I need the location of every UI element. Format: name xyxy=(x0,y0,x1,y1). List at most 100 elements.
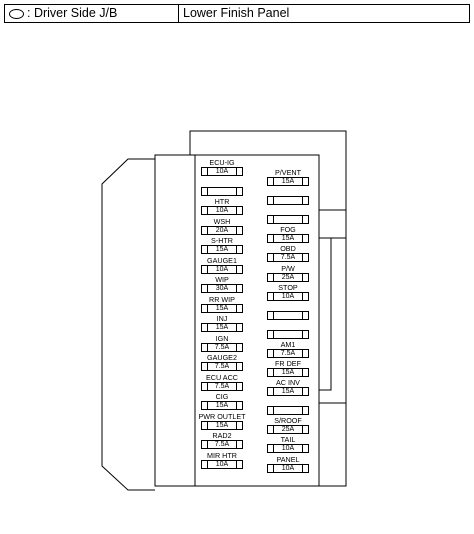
fuse-slot xyxy=(267,196,309,206)
fuse-label: PANEL xyxy=(276,454,300,464)
fuse-rating: 10A xyxy=(215,460,229,468)
fuse-terminal xyxy=(302,273,308,281)
fuse-slot: 10A xyxy=(201,459,243,469)
fuse-terminal xyxy=(202,421,208,429)
fuse-label: ECU-IG xyxy=(209,158,235,167)
fuse-terminal xyxy=(236,421,242,429)
fuse-terminal xyxy=(268,292,274,300)
fuse-slot: 15A xyxy=(201,323,243,332)
fuse-terminal xyxy=(236,460,242,468)
fuse-slot xyxy=(267,215,309,225)
fuse-rating xyxy=(274,216,302,223)
fuse-label: AM1 xyxy=(280,339,296,349)
fuse-rating: 10A xyxy=(281,445,295,453)
fuse-slot: 15A xyxy=(201,401,243,410)
fuse-rating: 20A xyxy=(215,226,229,234)
fuse-slot: 10A xyxy=(267,291,309,301)
fuse-terminal xyxy=(268,426,274,434)
fuse-label: MIR HTR xyxy=(207,450,237,460)
right-bracket xyxy=(319,237,332,391)
fuse-rating: 7.5A xyxy=(280,349,296,357)
fuse-rating: 15A xyxy=(215,324,229,331)
fuse-slot: 15A xyxy=(201,420,243,430)
fuse-label: OBD xyxy=(280,244,296,254)
fuse-panel-frame xyxy=(154,154,320,487)
fuse-terminal xyxy=(202,441,208,448)
fuse-terminal xyxy=(302,407,308,415)
fuse-slot: 20A xyxy=(201,225,243,235)
fuse-slot: 15A xyxy=(267,177,309,186)
fuse-rating xyxy=(208,188,236,195)
fuse-slot: 7.5A xyxy=(201,381,243,391)
fuse-slot: 25A xyxy=(267,272,309,282)
fuse-rating: 15A xyxy=(281,235,295,243)
fuse-terminal xyxy=(236,187,242,195)
fuse-rating: 7.5A xyxy=(214,441,230,448)
fuse-terminal xyxy=(302,464,308,472)
fuse-rating xyxy=(274,197,302,204)
fuse-rating xyxy=(274,312,302,319)
fuse-rating: 7.5A xyxy=(214,343,230,351)
fuse-terminal xyxy=(236,246,242,253)
fuse-terminal xyxy=(302,445,308,453)
fuse-slot: 7.5A xyxy=(267,348,309,358)
fuse-label: ECU ACC xyxy=(206,372,238,382)
fuse-terminal xyxy=(202,363,208,370)
left-connector-outline xyxy=(101,158,155,491)
fuse-rating: 7.5A xyxy=(214,382,230,390)
fuse-slot xyxy=(201,186,243,196)
fuse-terminal xyxy=(302,197,308,205)
fuse-rating: 25A xyxy=(281,426,295,434)
fuse-label: AC INV xyxy=(276,378,300,388)
fuse-rating: 15A xyxy=(215,246,229,253)
fuse-terminal xyxy=(268,388,274,396)
fuse-terminal xyxy=(236,382,242,390)
fuse-terminal xyxy=(302,369,308,376)
fuse-terminal xyxy=(268,216,274,224)
fuse-terminal xyxy=(268,235,274,243)
fuse-rating: 15A xyxy=(215,402,229,409)
fuse-terminal xyxy=(236,304,242,312)
fuse-rating: 10A xyxy=(281,292,295,300)
fuse-terminal xyxy=(236,265,242,273)
fuse-terminal xyxy=(302,235,308,243)
fuse-terminal xyxy=(302,178,308,185)
fuse-label: RR WIP xyxy=(209,294,235,304)
fuse-terminal xyxy=(202,382,208,390)
fuse-terminal xyxy=(236,168,242,175)
fuse-slot xyxy=(267,310,309,320)
fuse-terminal xyxy=(302,216,308,224)
fuse-label: IGN xyxy=(215,333,229,343)
fuse-slot: 7.5A xyxy=(267,253,309,263)
fuse-rating: 7.5A xyxy=(280,254,296,262)
location-cell: : Driver Side J/B xyxy=(5,5,179,22)
fuse-slot: 10A xyxy=(201,206,243,215)
fuse-slot: 25A xyxy=(267,425,309,435)
fuse-slot: 15A xyxy=(201,245,243,254)
fuse-rating: 15A xyxy=(281,178,295,185)
fuse-rating: 7.5A xyxy=(214,363,230,370)
fuse-rating: 15A xyxy=(215,421,229,429)
fuse-rating: 10A xyxy=(215,265,229,273)
fuse-label: RAD2 xyxy=(212,431,232,440)
fuse-label: S/ROOF xyxy=(274,416,302,426)
fuse-slot: 15A xyxy=(201,303,243,313)
fuse-terminal xyxy=(202,304,208,312)
fuse-terminal xyxy=(268,178,274,185)
fuse-terminal xyxy=(202,324,208,331)
fuse-rating: 15A xyxy=(215,304,229,312)
fuse-terminal xyxy=(302,330,308,338)
fuse-rating: 10A xyxy=(281,464,295,472)
fuse-terminal xyxy=(236,363,242,370)
fuse-terminal xyxy=(236,324,242,331)
fuse-slot: 10A xyxy=(201,167,243,176)
fuse-slot: 15A xyxy=(267,387,309,397)
fuse-label: P/VENT xyxy=(275,168,301,177)
fuse-rating: 10A xyxy=(215,207,229,214)
fuse-terminal xyxy=(268,445,274,453)
fuse-terminal xyxy=(202,402,208,409)
fuse-rating xyxy=(274,407,302,414)
fuse-slot: 7.5A xyxy=(201,440,243,449)
fuse-slot: 7.5A xyxy=(201,342,243,352)
